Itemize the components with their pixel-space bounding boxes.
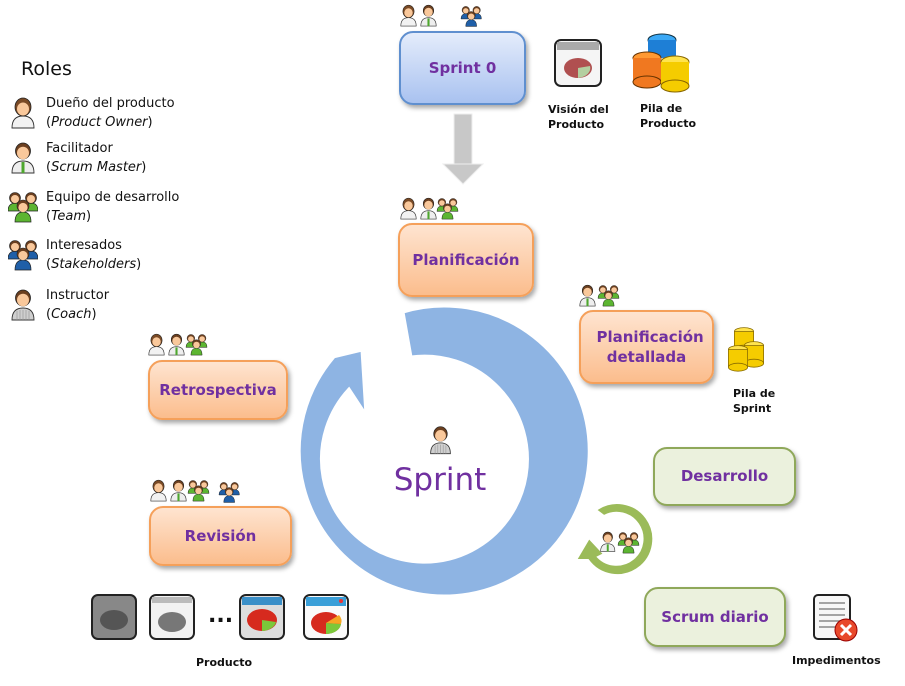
product-label: Producto — [196, 656, 253, 669]
planificacion-box[interactable]: Planificación — [398, 223, 534, 297]
sprint-backlog-icon — [728, 327, 764, 372]
role-coach: Instructor(Coach) — [8, 287, 109, 325]
revision-label: Revisión — [184, 526, 257, 545]
role-name: Dueño del producto — [46, 96, 175, 111]
product-backlog-label: Pila de Producto — [640, 102, 697, 131]
role-english: Coach — [51, 306, 92, 322]
sprint-backlog-label: Pila de Sprint — [733, 387, 776, 416]
desarrollo-label: Desarrollo — [680, 467, 769, 486]
role-english: Scrum Master — [51, 159, 142, 175]
sprint-center-label: Sprint — [393, 462, 487, 498]
planificacion-detallada-roles — [580, 285, 620, 307]
scrum-diario-label: Scrum diario — [661, 607, 769, 626]
impediments-label: Impedimentos — [792, 654, 881, 667]
role-scrum-master: Facilitador(Scrum Master) — [8, 140, 146, 178]
revision-roles — [150, 479, 240, 503]
role-product-owner: Dueño del producto(Product Owner) — [8, 95, 175, 133]
product-increment-4-icon — [303, 594, 349, 640]
role-english: Stakeholders — [51, 256, 137, 272]
planificacion-detallada-box[interactable]: Planificación detallada — [579, 310, 714, 384]
daily-loop-arrow — [574, 502, 655, 577]
retrospectiva-box[interactable]: Retrospectiva — [148, 360, 288, 420]
product-ellipsis: ... — [208, 603, 234, 628]
daily-roles — [601, 532, 640, 554]
role-name: Interesados — [46, 238, 122, 253]
sprint0-box[interactable]: Sprint 0 — [399, 31, 526, 105]
retrospectiva-roles — [148, 333, 208, 356]
product-increment-2-icon — [149, 594, 195, 640]
role-name: Instructor — [46, 288, 110, 303]
sprint-cycle-arrow — [297, 304, 591, 598]
roles-title: Roles — [21, 58, 72, 80]
retrospectiva-label: Retrospectiva — [159, 380, 277, 399]
planificacion-label: Planificación — [412, 250, 520, 269]
impediments-icon — [813, 594, 858, 642]
vision-icon — [554, 39, 602, 87]
sprint0-label: Sprint 0 — [428, 58, 497, 77]
vision-label: Visión del Producto — [548, 103, 609, 132]
role-english: Product Owner — [51, 114, 148, 130]
product-increment-3-icon — [239, 594, 285, 640]
revision-box[interactable]: Revisión — [149, 506, 292, 566]
product-backlog-icon — [632, 33, 690, 93]
sprint0-roles — [400, 4, 482, 27]
planificacion-detallada-label: Planificación detallada — [596, 327, 704, 366]
sprint0-down-arrow — [441, 113, 485, 185]
role-stakeholders: Interesados(Stakeholders) — [8, 237, 141, 275]
product-increment-1-icon — [91, 594, 137, 640]
role-name: Equipo de desarrollo — [46, 190, 180, 205]
desarrollo-box[interactable]: Desarrollo — [653, 447, 796, 506]
sprint-center-coach-icon — [431, 427, 451, 454]
role-english: Team — [51, 208, 87, 224]
role-team: Equipo de desarrollo(Team) — [8, 189, 179, 227]
role-name: Facilitador — [46, 141, 113, 156]
planificacion-roles — [400, 197, 459, 220]
scrum-diario-box[interactable]: Scrum diario — [644, 587, 786, 647]
